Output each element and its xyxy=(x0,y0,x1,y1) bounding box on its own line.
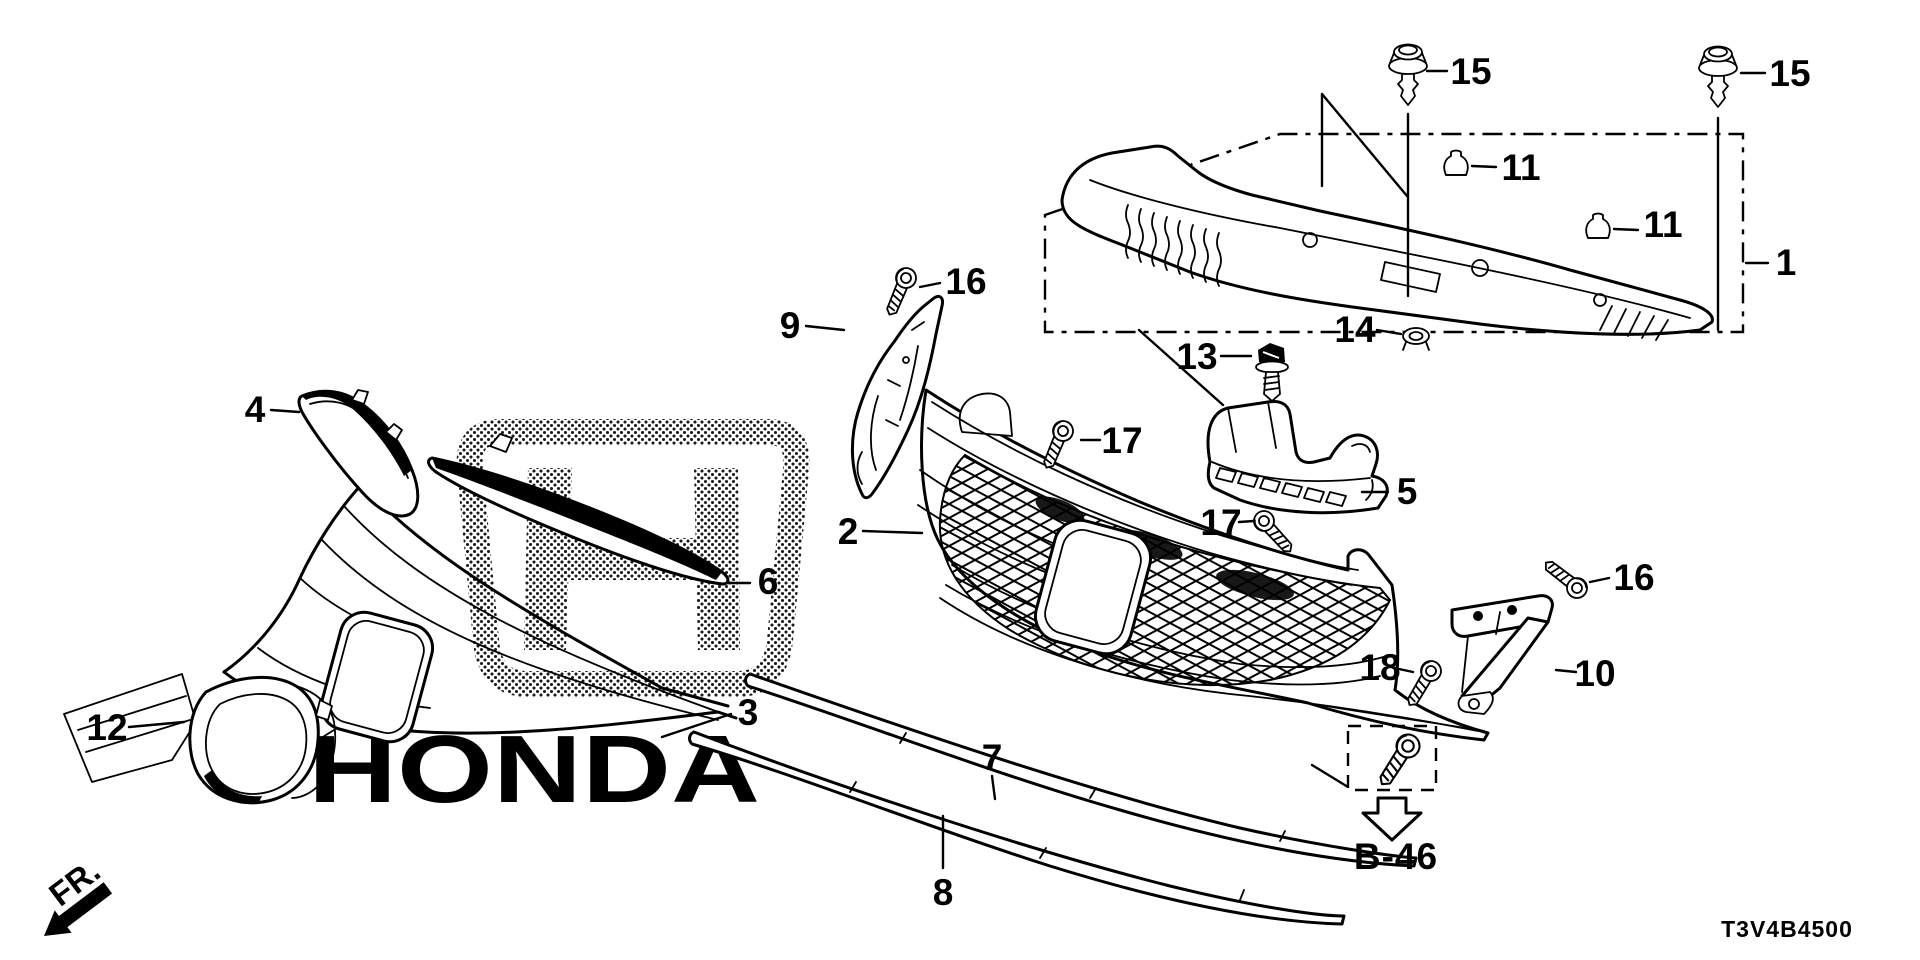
part-11a-grommet xyxy=(1443,149,1469,176)
diagram-code: T3V4B4500 xyxy=(1721,916,1853,942)
part-1-ribs xyxy=(1125,204,1222,287)
part-8-molding-strip xyxy=(688,730,1346,926)
callout-7[interactable]: 7 xyxy=(982,737,1003,778)
callout-11b[interactable]: 11 xyxy=(1643,204,1682,245)
part-9-bracket xyxy=(850,294,944,500)
b46-down-arrow-icon xyxy=(1361,796,1423,842)
callout-2[interactable]: 2 xyxy=(838,511,859,552)
callout-16b[interactable]: 16 xyxy=(1613,557,1654,598)
callout-12[interactable]: 12 xyxy=(86,707,127,748)
leader-lines xyxy=(127,69,1770,870)
callout-5[interactable]: 5 xyxy=(1397,471,1418,512)
part-16a-screw xyxy=(876,263,921,319)
part-7-molding-strip xyxy=(744,672,1418,868)
front-direction-indicator: FR. xyxy=(42,852,113,936)
callout-17b[interactable]: 17 xyxy=(1200,502,1241,543)
part-14-clip xyxy=(1402,327,1430,351)
callouts: 1 2 3 4 5 6 7 8 9 10 11 11 12 13 14 15 1… xyxy=(86,51,1810,913)
callout-11a[interactable]: 11 xyxy=(1501,147,1540,188)
callout-17a[interactable]: 17 xyxy=(1101,420,1142,461)
fr-arrow-icon xyxy=(44,882,113,936)
part-5-duct-bracket xyxy=(1206,400,1389,515)
callout-15b[interactable]: 15 xyxy=(1769,53,1810,94)
callout-4[interactable]: 4 xyxy=(245,389,266,430)
part-6-molding xyxy=(427,433,730,586)
part-15b-clip xyxy=(1698,45,1738,108)
part-16b-screw xyxy=(1540,551,1593,604)
callout-6[interactable]: 6 xyxy=(758,561,779,602)
part-1-grille-cover xyxy=(1043,92,1745,407)
part-10-bracket xyxy=(1450,594,1554,715)
callout-13[interactable]: 13 xyxy=(1176,336,1217,377)
part-4-molding xyxy=(297,389,420,518)
callout-3[interactable]: 3 xyxy=(738,692,759,733)
part-2-front-grille xyxy=(917,388,1490,742)
part-12-fog-garnish xyxy=(188,675,337,805)
callout-14[interactable]: 14 xyxy=(1334,309,1376,350)
part-15a-clip xyxy=(1388,43,1428,106)
ref-b46[interactable]: B-46 xyxy=(1310,724,1438,877)
callout-1[interactable]: 1 xyxy=(1776,242,1797,283)
callout-18[interactable]: 18 xyxy=(1359,647,1400,688)
part-13-bolt xyxy=(1255,343,1289,402)
garnish-emblem-opening xyxy=(319,610,435,744)
grille-emblem-opening xyxy=(1033,518,1153,656)
callout-15a[interactable]: 15 xyxy=(1450,51,1491,92)
b46-screw-icon xyxy=(1368,728,1426,790)
callout-10[interactable]: 10 xyxy=(1574,653,1615,694)
part-11b-grommet xyxy=(1585,212,1611,239)
callout-16a[interactable]: 16 xyxy=(945,261,986,302)
callout-8[interactable]: 8 xyxy=(933,872,954,913)
b46-label: B-46 xyxy=(1354,836,1438,877)
callout-9[interactable]: 9 xyxy=(780,305,801,346)
